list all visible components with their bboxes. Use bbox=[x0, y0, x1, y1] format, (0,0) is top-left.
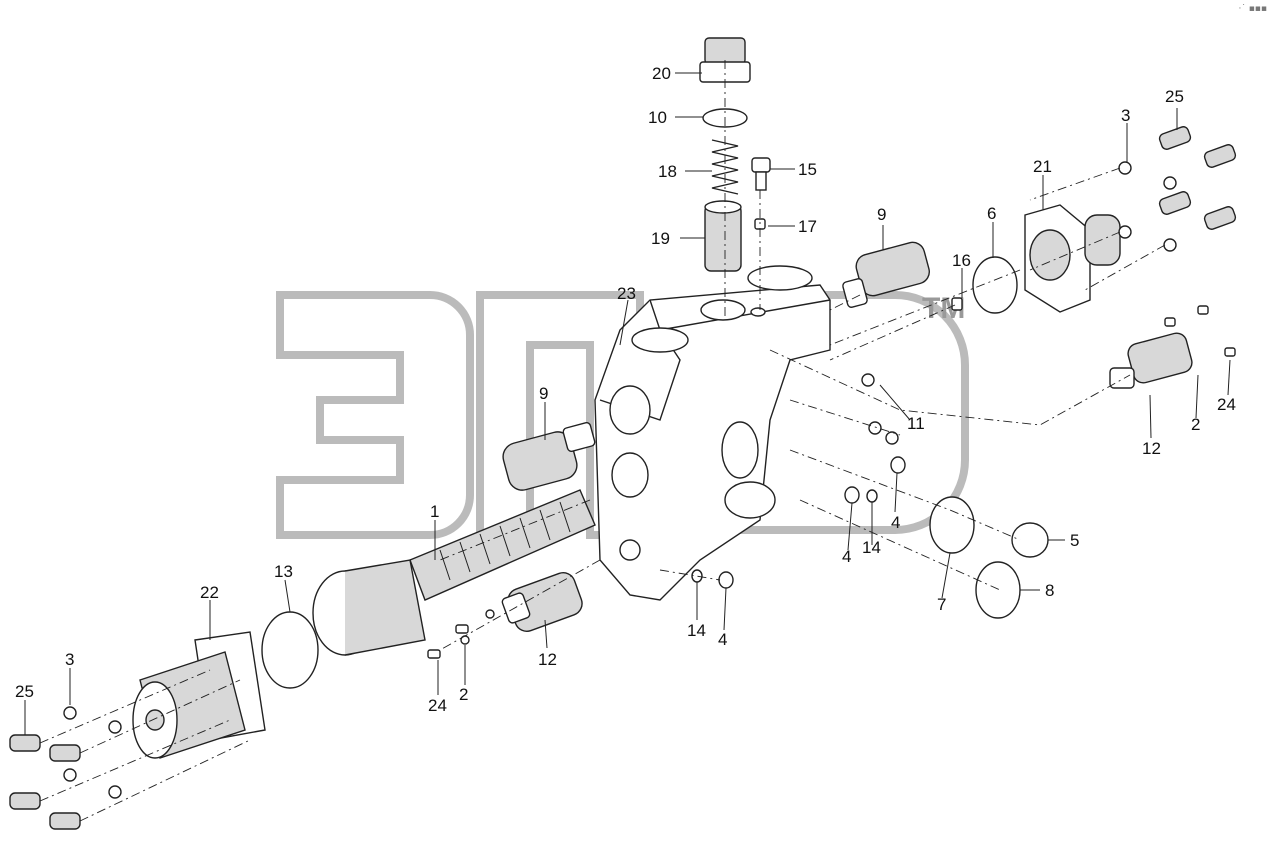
screw-15 bbox=[751, 157, 771, 191]
callout-4-low: 4 bbox=[842, 547, 851, 566]
callout-25-right: 25 bbox=[1165, 87, 1184, 106]
plug-16 bbox=[951, 297, 963, 311]
flange-21 bbox=[1024, 204, 1121, 313]
seal-11-a bbox=[861, 373, 875, 387]
callout-3-right: 3 bbox=[1121, 106, 1130, 125]
seal-top-bore bbox=[700, 299, 746, 321]
callout-14-mid: 14 bbox=[862, 538, 881, 557]
seal-4-a bbox=[890, 456, 906, 474]
seal-11-b bbox=[868, 421, 882, 435]
end-cap-22 bbox=[132, 631, 266, 759]
callout-6: 6 bbox=[987, 204, 996, 223]
callout-15: 15 bbox=[798, 160, 817, 179]
callout-9-right: 9 bbox=[877, 205, 886, 224]
corner-mark: ·˙ ▪▪▪ bbox=[1238, 4, 1267, 14]
callout-13: 13 bbox=[274, 562, 293, 581]
seal-small-bore bbox=[750, 307, 766, 317]
seal-4-b bbox=[718, 571, 734, 589]
callout-2-left: 2 bbox=[459, 685, 468, 704]
callout-22: 22 bbox=[200, 583, 219, 602]
callout-3-left: 3 bbox=[65, 650, 74, 669]
callout-8: 8 bbox=[1045, 581, 1054, 600]
callout-11: 11 bbox=[907, 414, 925, 433]
callout-24-right: 24 bbox=[1217, 395, 1236, 414]
callout-4-mid: 4 bbox=[891, 513, 900, 532]
callout-5: 5 bbox=[1070, 531, 1079, 550]
callout-9-left: 9 bbox=[539, 384, 548, 403]
callout-4-bottom: 4 bbox=[718, 630, 727, 649]
cartridge-9-left bbox=[502, 421, 596, 491]
spring-18 bbox=[711, 139, 739, 195]
solenoid-12-left bbox=[427, 572, 583, 659]
callout-14-bottom: 14 bbox=[687, 621, 706, 640]
seal-14-b bbox=[691, 569, 703, 583]
seal-14-a bbox=[866, 489, 878, 503]
callout-12-right: 12 bbox=[1142, 439, 1161, 458]
valve-body bbox=[594, 265, 831, 601]
callout-18: 18 bbox=[658, 162, 677, 181]
callout-23: 23 bbox=[617, 284, 636, 303]
callout-leaders bbox=[24, 72, 1231, 735]
solenoid-12-right bbox=[1109, 305, 1236, 389]
spring-pack bbox=[312, 559, 426, 656]
o-ring-6 bbox=[972, 256, 1018, 314]
seal-4-c bbox=[844, 486, 860, 504]
callout-labels: 20 10 18 15 19 17 9 23 9 1 12 13 22 3 25… bbox=[15, 64, 1236, 715]
cartridge-9-right bbox=[842, 241, 930, 308]
o-ring-13 bbox=[261, 611, 319, 689]
callout-12-left: 12 bbox=[538, 650, 557, 669]
callout-25-left: 25 bbox=[15, 682, 34, 701]
seal-11-c bbox=[885, 431, 899, 445]
callout-7: 7 bbox=[937, 595, 946, 614]
bolt-set-left bbox=[9, 669, 251, 830]
callout-17: 17 bbox=[798, 217, 817, 236]
callout-21: 21 bbox=[1033, 157, 1052, 176]
callout-16: 16 bbox=[952, 251, 971, 270]
spool-1 bbox=[409, 489, 596, 601]
plug-20 bbox=[699, 37, 751, 83]
callout-10: 10 bbox=[648, 108, 667, 127]
o-ring-5 bbox=[1011, 522, 1049, 558]
sleeve-19 bbox=[704, 200, 742, 272]
callout-20: 20 bbox=[652, 64, 671, 83]
callout-24-left: 24 bbox=[428, 696, 447, 715]
callout-2-right: 2 bbox=[1191, 415, 1200, 434]
assembly-lines bbox=[439, 60, 1166, 651]
o-ring-8 bbox=[975, 561, 1021, 619]
bolt-set-right bbox=[1118, 126, 1237, 252]
callout-1: 1 bbox=[430, 502, 439, 521]
callout-19: 19 bbox=[651, 229, 670, 248]
o-ring-7 bbox=[929, 496, 975, 554]
